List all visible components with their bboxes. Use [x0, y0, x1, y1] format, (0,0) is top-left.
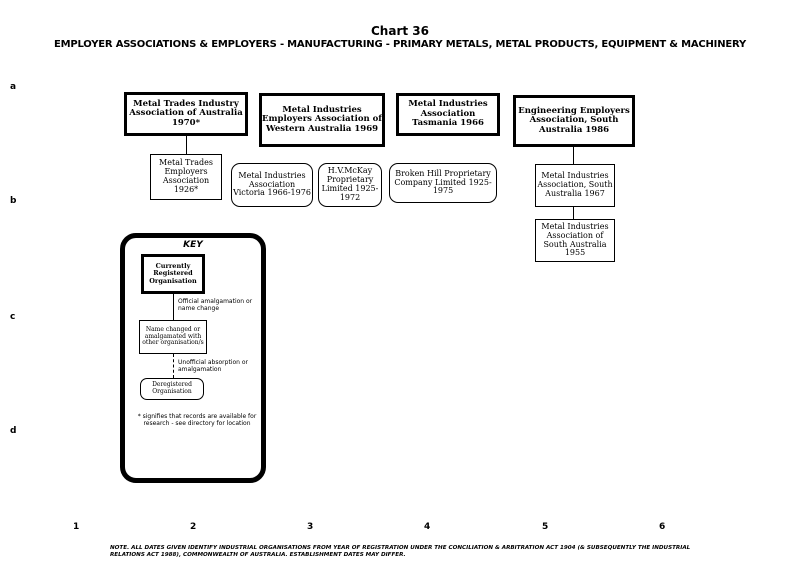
org-metal-industries-association-tasmania: Metal Industries Association Tasmania 19…	[396, 93, 500, 136]
org-metal-trades-employers-association: Metal Trades Employers Association 1926*	[150, 154, 222, 200]
key-legend	[120, 233, 266, 483]
org-engineering-employers-sa: Engineering Employers Association, South…	[513, 95, 635, 147]
org-metal-industries-association-sa: Metal Industries Association, South Aust…	[535, 164, 615, 207]
key-official-label: Official amalgamation or name change	[178, 298, 253, 312]
row-label-d: d	[10, 426, 17, 436]
footer-note: NOTE. ALL DATES GIVEN IDENTIFY INDUSTRIA…	[110, 545, 691, 559]
connector-line	[186, 136, 187, 155]
column-label-5: 5	[542, 522, 549, 532]
org-metal-industries-employers-wa: Metal Industries Employers Association o…	[259, 93, 385, 147]
chart-title: Chart 36	[371, 24, 429, 38]
row-label-a: a	[10, 82, 17, 92]
key-solid-line	[173, 294, 174, 320]
key-deregistered-organisation: Deregistered Organisation	[140, 378, 204, 400]
org-broken-hill-proprietary: Broken Hill Proprietary Company Limited …	[389, 163, 497, 203]
column-label-2: 2	[190, 522, 197, 532]
key-current-organisation: Currently Registered Organisation	[141, 254, 205, 294]
org-hv-mckay: H.V.McKay Proprietary Limited 1925-1972	[318, 163, 382, 207]
column-label-3: 3	[307, 522, 314, 532]
chart-subtitle: EMPLOYER ASSOCIATIONS & EMPLOYERS - MANU…	[53, 39, 747, 50]
key-dashed-line	[173, 354, 174, 378]
org-metal-industries-association-victoria: Metal Industries Association Victoria 19…	[231, 163, 313, 207]
row-label-c: c	[10, 312, 16, 322]
column-label-1: 1	[73, 522, 80, 532]
column-label-4: 4	[424, 522, 431, 532]
connector-line	[573, 207, 574, 219]
org-metal-industries-association-of-sa: Metal Industries Association of South Au…	[535, 219, 615, 262]
connector-line	[573, 147, 574, 164]
row-label-b: b	[10, 196, 17, 206]
key-title: KEY	[183, 240, 203, 250]
org-metal-trades-industry-association: Metal Trades Industry Association of Aus…	[124, 92, 248, 136]
key-changed-organisation: Name changed or amalgamated with other o…	[139, 320, 207, 354]
key-unofficial-label: Unofficial absorption or amalgamation	[178, 359, 248, 373]
column-label-6: 6	[659, 522, 666, 532]
key-asterisk-note: * signifies that records are available f…	[137, 413, 257, 427]
